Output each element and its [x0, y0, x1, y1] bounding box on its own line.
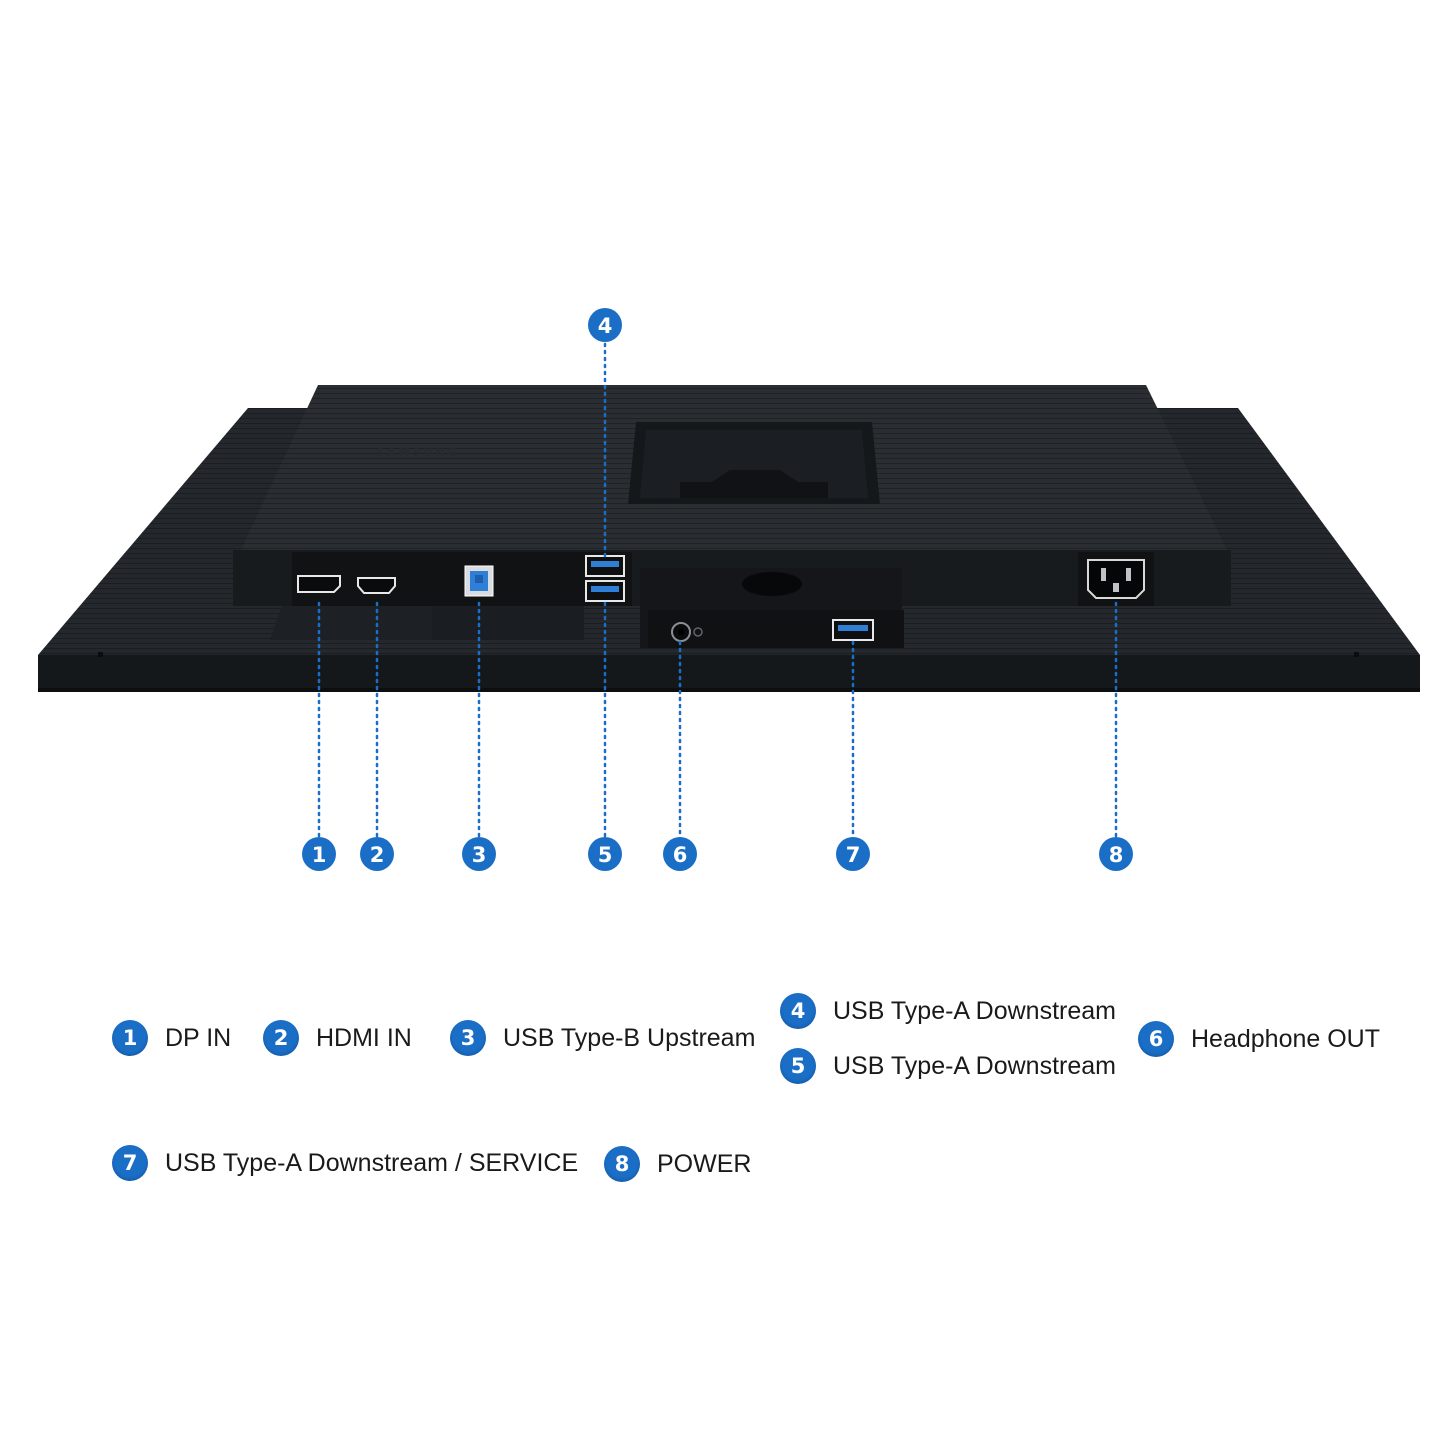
svg-text:6: 6 [673, 843, 688, 867]
cable-hole [742, 572, 802, 596]
callout-badge-7: 7 [836, 837, 870, 871]
callout-badge-3: 3 [462, 837, 496, 871]
svg-text:8: 8 [1109, 843, 1124, 867]
callout-badge-1: 1 [302, 837, 336, 871]
screw-hole-right [1354, 652, 1359, 657]
callout-badge-4: 4 [588, 308, 622, 342]
hdmi-port [357, 577, 396, 594]
callout-badge-5: 5 [588, 837, 622, 871]
monitor-bottom-edge [38, 655, 1420, 688]
svg-text:5: 5 [598, 843, 613, 867]
usb-type-b-port [464, 565, 494, 597]
dp-port [297, 575, 341, 593]
callout-badge-8: 8 [1099, 837, 1133, 871]
usb-type-a-service-port [832, 619, 874, 641]
svg-text:3: 3 [472, 843, 487, 867]
lower-tab-left [270, 606, 432, 640]
leader-lines [317, 342, 1118, 838]
stand-mount-hook [680, 470, 828, 498]
callout-badge-2: 2 [360, 837, 394, 871]
svg-text:2: 2 [370, 843, 385, 867]
screw-hole-left [98, 652, 103, 657]
headphone-jack [671, 622, 703, 642]
lower-tab-mid [432, 606, 584, 640]
svg-text:4: 4 [598, 314, 613, 338]
svg-text:7: 7 [846, 843, 861, 867]
power-socket [1087, 559, 1145, 599]
brand-logo: SAMSUNG [376, 446, 459, 459]
stand-mount-inner [640, 430, 868, 498]
callout-badge-6: 6 [663, 837, 697, 871]
port-panel-left [292, 552, 632, 606]
svg-text:1: 1 [312, 843, 327, 867]
monitor-edge-shadow [38, 688, 1420, 692]
usb-type-a-stack [585, 555, 625, 602]
